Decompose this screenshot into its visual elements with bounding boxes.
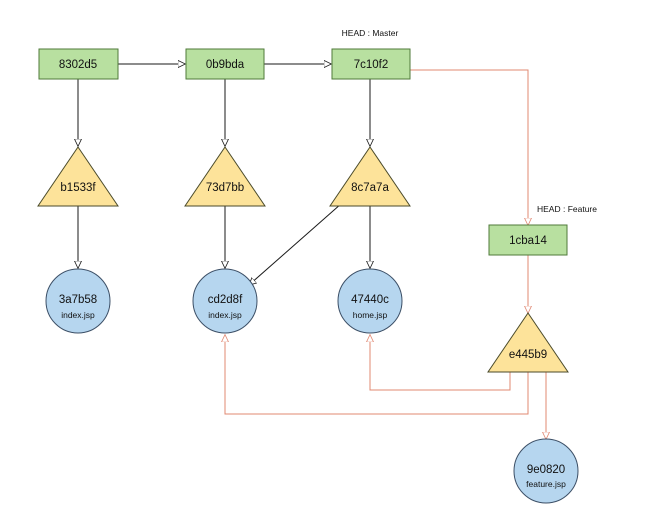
- blob-filename: index.jsp: [61, 310, 95, 320]
- commit-hash: 7c10f2: [354, 59, 389, 71]
- tree-hash: b1533f: [60, 182, 96, 194]
- tree-hash: 73d7bb: [206, 182, 244, 194]
- edge-t3-b2: [249, 195, 351, 285]
- head-feature-label: HEAD : Feature: [537, 204, 597, 214]
- blob-node-47440c[interactable]: 47440c home.jsp: [337, 268, 403, 334]
- blob-filename: home.jsp: [353, 310, 388, 320]
- commit-hash: 8302d5: [59, 59, 97, 71]
- tree-hash: 8c7a7a: [351, 182, 389, 194]
- tree-hash: e445b9: [509, 349, 547, 361]
- blob-node-cd2d8f[interactable]: cd2d8f index.jsp: [192, 268, 258, 334]
- blob-hash: 9e0820: [527, 464, 565, 476]
- edge-t4-b2: [225, 335, 529, 415]
- tree-node-e445b9[interactable]: e445b9: [487, 312, 569, 373]
- commit-hash: 0b9bda: [206, 59, 245, 71]
- commit-node-8302d5[interactable]: 8302d5: [38, 48, 119, 80]
- edge-t4-b3: [370, 335, 511, 391]
- commit-hash: 1cba14: [509, 235, 547, 247]
- blob-hash: 47440c: [351, 294, 389, 306]
- edge-c3-c4: [410, 69, 528, 225]
- edges-layer: [78, 64, 546, 439]
- blob-node-3a7b58[interactable]: 3a7b58 index.jsp: [45, 268, 111, 334]
- commit-node-1cba14[interactable]: 1cba14: [488, 224, 568, 256]
- blob-filename: feature.jsp: [526, 479, 566, 489]
- blob-node-9e0820[interactable]: 9e0820 feature.jsp: [513, 438, 579, 504]
- blob-hash: cd2d8f: [208, 294, 243, 306]
- commit-node-0b9bda[interactable]: 0b9bda: [185, 48, 265, 80]
- blob-filename: index.jsp: [208, 310, 242, 320]
- commit-node-7c10f2[interactable]: 7c10f2: [331, 48, 411, 80]
- tree-node-b1533f[interactable]: b1533f: [37, 146, 119, 207]
- blob-hash: 3a7b58: [59, 294, 97, 306]
- tree-node-73d7bb[interactable]: 73d7bb: [184, 146, 266, 207]
- head-master-label: HEAD : Master: [342, 28, 399, 38]
- tree-node-8c7a7a[interactable]: 8c7a7a: [329, 146, 411, 207]
